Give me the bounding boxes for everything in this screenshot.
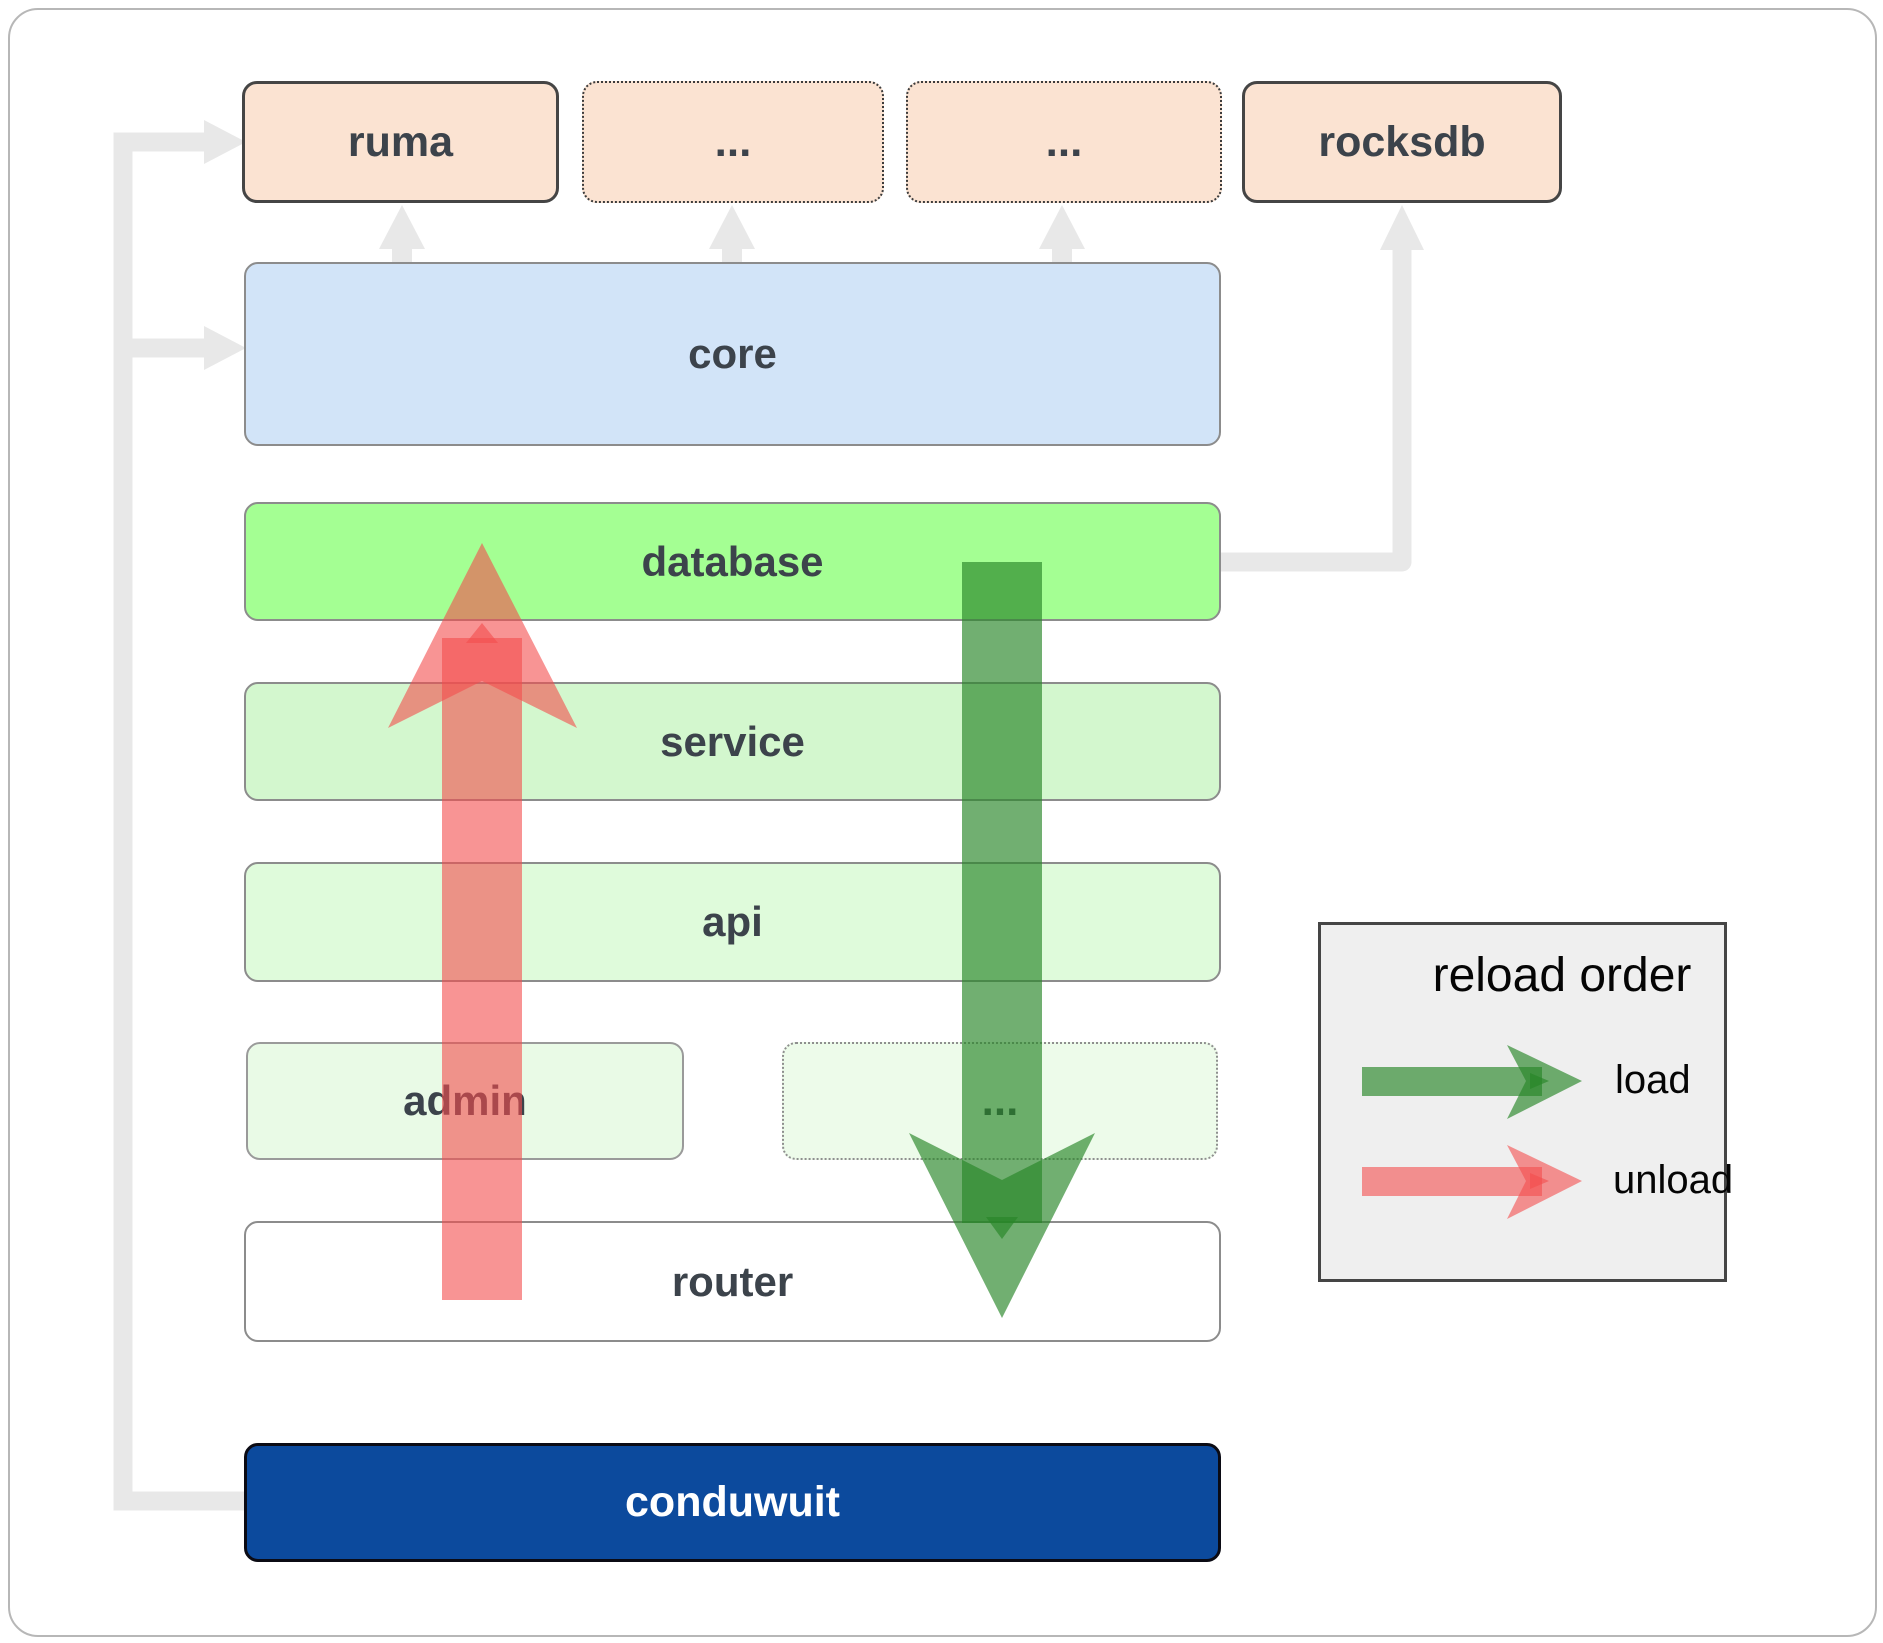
node-ellipsis-top-1-label: ... xyxy=(714,117,752,166)
node-rocksdb-label: rocksdb xyxy=(1318,117,1486,166)
node-rocksdb: rocksdb xyxy=(1242,81,1562,203)
node-api: api xyxy=(244,862,1221,982)
node-ellipsis-admin-row: ... xyxy=(782,1042,1218,1160)
node-service-label: service xyxy=(660,717,805,765)
node-database-label: database xyxy=(641,537,824,585)
node-ellipsis-top-2-label: ... xyxy=(1045,117,1083,166)
legend-load-label: load xyxy=(1615,1058,1691,1102)
node-api-label: api xyxy=(702,898,763,945)
node-ruma-label: ruma xyxy=(347,117,454,166)
node-admin-label: admin xyxy=(403,1077,527,1124)
node-ellipsis-top-1: ... xyxy=(582,81,884,203)
node-service: service xyxy=(244,682,1221,801)
node-admin: admin xyxy=(246,1042,684,1160)
node-conduwuit: conduwuit xyxy=(244,1443,1221,1562)
node-ellipsis-admin-row-label: ... xyxy=(981,1076,1019,1125)
node-ruma: ruma xyxy=(242,81,559,203)
node-router: router xyxy=(244,1221,1221,1342)
legend-title: reload order xyxy=(1432,949,1692,1002)
outer-frame xyxy=(8,8,1877,1637)
node-ellipsis-top-2: ... xyxy=(906,81,1222,203)
node-core-label: core xyxy=(688,330,777,377)
node-database: database xyxy=(244,502,1221,621)
node-router-label: router xyxy=(671,1257,794,1305)
node-core: core xyxy=(244,262,1221,446)
node-conduwuit-label: conduwuit xyxy=(625,1478,840,1526)
legend-unload-label: unload xyxy=(1613,1158,1734,1202)
